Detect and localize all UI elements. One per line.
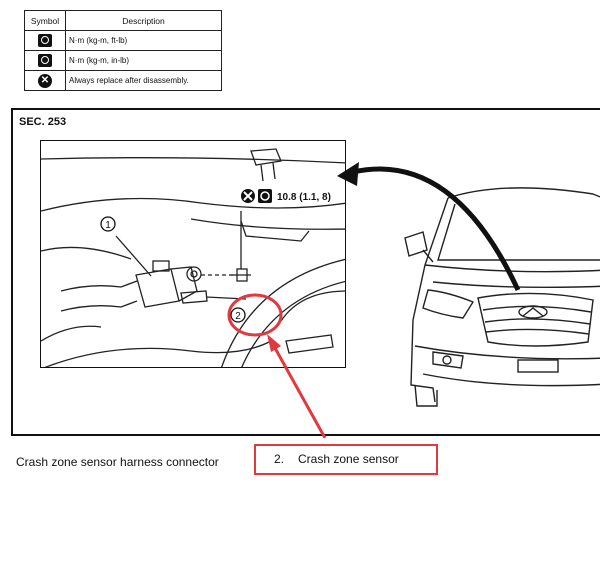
highlight-arrow xyxy=(273,347,327,438)
vehicle-front-view xyxy=(404,187,600,407)
callout-1-circle xyxy=(100,216,116,232)
torque-wrench-icon xyxy=(258,189,272,203)
caption-number: 2. xyxy=(274,452,285,466)
legend-row: ✕ Always replace after disassembly. xyxy=(24,70,222,91)
section-label: SEC. 253 xyxy=(19,116,67,128)
legend-header-description: Description xyxy=(65,10,222,31)
always-replace-icon: ✕ xyxy=(38,73,52,88)
figure-overlay: 10.8 (1.1, 8) 1 2 xyxy=(100,162,521,438)
service-diagram-frame: SEC. 253 xyxy=(11,108,600,438)
legend-header-symbol: Symbol xyxy=(24,10,66,31)
callout-2-label: 2 xyxy=(235,311,241,322)
caption-harness-connector: Crash zone sensor harness connector xyxy=(16,455,219,469)
legend-description-cell: N·m (kg-m, in-lb) xyxy=(65,50,222,71)
torque-wrench-small-icon xyxy=(38,54,52,67)
legend-description-cell: N·m (kg-m, ft-lb) xyxy=(65,30,222,51)
pointer-arrow xyxy=(352,166,521,292)
caption-crash-zone-sensor-box: 2. Crash zone sensor xyxy=(254,444,438,475)
torque-value: 10.8 (1.1, 8) xyxy=(277,192,331,203)
highlight-circle xyxy=(227,293,283,337)
legend-header-row: Symbol Description xyxy=(24,10,222,31)
callout-2-circle xyxy=(230,307,246,323)
callout-1-label: 1 xyxy=(105,220,111,231)
legend-row: N·m (kg-m, ft-lb) xyxy=(24,30,222,51)
legend-symbol-cell xyxy=(24,50,66,71)
symbol-legend-table: Symbol Description N·m (kg-m, ft-lb) N·m… xyxy=(24,10,222,91)
inset-detail-diagram xyxy=(40,140,346,368)
torque-wrench-icon xyxy=(38,34,52,47)
legend-description-cell: Always replace after disassembly. xyxy=(65,70,222,91)
legend-symbol-cell: ✕ xyxy=(24,70,66,91)
legend-row: N·m (kg-m, in-lb) xyxy=(24,50,222,71)
caption-text: Crash zone sensor xyxy=(298,452,399,466)
legend-symbol-cell xyxy=(24,30,66,51)
